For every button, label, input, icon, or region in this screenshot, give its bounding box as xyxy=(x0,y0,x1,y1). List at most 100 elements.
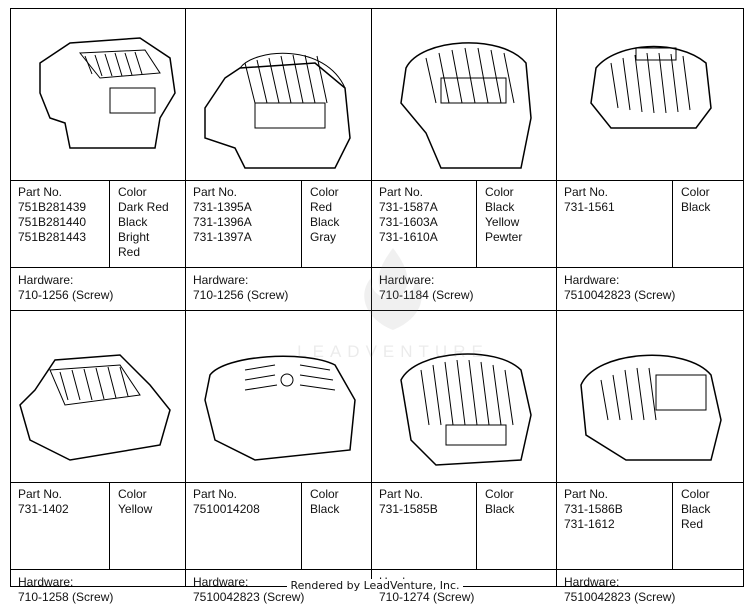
hardware-value: 710-1256 (Screw) xyxy=(18,288,114,302)
blower-housing-icon-1 xyxy=(39,37,176,149)
part-cell: Part No.731-1585BColorBlackHardware:710-… xyxy=(371,310,556,604)
hardware-value: 7510042823 (Screw) xyxy=(564,288,676,302)
part-no-label: Part No. xyxy=(379,185,424,199)
grid-line-vertical xyxy=(556,8,557,586)
grid-line-vertical xyxy=(185,8,186,586)
hardware-label: Hardware: xyxy=(193,575,249,589)
color-value: Red xyxy=(681,517,704,531)
color-label: Color xyxy=(485,487,514,501)
blower-housing-icon-3 xyxy=(400,42,532,169)
part-number: 731-1585B xyxy=(379,502,438,516)
color-value: Red xyxy=(310,200,333,214)
blower-housing-icon-8 xyxy=(580,354,722,461)
part-number-column: Part No.731-1561 xyxy=(556,181,673,268)
footer-text: Rendered by LeadVenture, Inc. xyxy=(287,579,463,592)
part-number: 731-1396A xyxy=(193,215,252,229)
color-value: Black xyxy=(681,200,711,214)
grid-line-horizontal xyxy=(10,310,744,311)
hardware-info: Hardware:710-1184 (Screw) xyxy=(371,267,556,310)
blower-housing-icon-5 xyxy=(19,354,171,461)
part-number: 731-1603A xyxy=(379,215,438,229)
part-number: 731-1586B xyxy=(564,502,623,516)
color-label: Color xyxy=(681,487,710,501)
part-no-label: Part No. xyxy=(564,185,609,199)
hardware-label: Hardware: xyxy=(564,273,620,287)
part-number: 751B281440 xyxy=(18,215,87,229)
color-label: Color xyxy=(310,185,339,199)
part-illustration xyxy=(556,310,743,482)
color-value: Pewter xyxy=(485,230,523,244)
part-no-label: Part No. xyxy=(18,185,63,199)
part-number: 731-1397A xyxy=(193,230,252,244)
part-illustration xyxy=(371,8,556,180)
color-value: Yellow xyxy=(118,502,153,516)
color-value: Gray xyxy=(310,230,337,244)
part-number: 731-1395A xyxy=(193,200,252,214)
part-number: 731-1587A xyxy=(379,200,438,214)
grid-line-horizontal xyxy=(10,8,744,9)
part-illustration xyxy=(185,8,371,180)
color-value: Black xyxy=(485,200,515,214)
color-value: Black xyxy=(118,215,148,229)
hardware-info: Hardware:710-1256 (Screw) xyxy=(10,267,185,310)
part-illustration xyxy=(10,310,185,482)
part-number: 751B281443 xyxy=(18,230,87,244)
hardware-label: Hardware: xyxy=(564,575,620,589)
color-value: Red xyxy=(118,245,141,259)
part-no-label: Part No. xyxy=(193,487,238,501)
color-value: Black xyxy=(310,502,340,516)
color-value: Bright xyxy=(118,230,150,244)
hardware-label: Hardware: xyxy=(18,575,74,589)
part-number-column: Part No.731-1402 xyxy=(10,483,110,570)
part-number: 731-1612 xyxy=(564,517,615,531)
part-illustration xyxy=(185,310,371,482)
part-number: 751B281439 xyxy=(18,200,87,214)
grid-line-vertical xyxy=(743,8,744,586)
part-illustration xyxy=(556,8,743,180)
part-number: 731-1610A xyxy=(379,230,438,244)
hardware-label: Hardware: xyxy=(379,273,435,287)
part-no-label: Part No. xyxy=(193,185,238,199)
color-label: Color xyxy=(310,487,339,501)
part-no-label: Part No. xyxy=(18,487,63,501)
part-illustration xyxy=(371,310,556,482)
hardware-info: Hardware:7510042823 (Screw) xyxy=(556,267,743,310)
color-value: Black xyxy=(485,502,515,516)
color-value: Yellow xyxy=(485,215,520,229)
part-number-column: Part No.731-1585B xyxy=(371,483,477,570)
hardware-value: 710-1256 (Screw) xyxy=(193,288,289,302)
hardware-value: 710-1184 (Screw) xyxy=(379,288,474,302)
part-number-column: Part No.7510014208 xyxy=(185,483,302,570)
part-no-label: Part No. xyxy=(379,487,424,501)
hardware-value: 7510042823 (Screw) xyxy=(564,590,676,604)
grid-line-vertical xyxy=(10,8,11,586)
color-value: Dark Red xyxy=(118,200,169,214)
blower-housing-icon-4 xyxy=(590,45,712,129)
color-label: Color xyxy=(118,487,147,501)
color-value: Black xyxy=(681,502,711,516)
blower-housing-icon-7 xyxy=(400,353,532,466)
part-illustration xyxy=(10,8,185,180)
color-label: Color xyxy=(118,185,147,199)
